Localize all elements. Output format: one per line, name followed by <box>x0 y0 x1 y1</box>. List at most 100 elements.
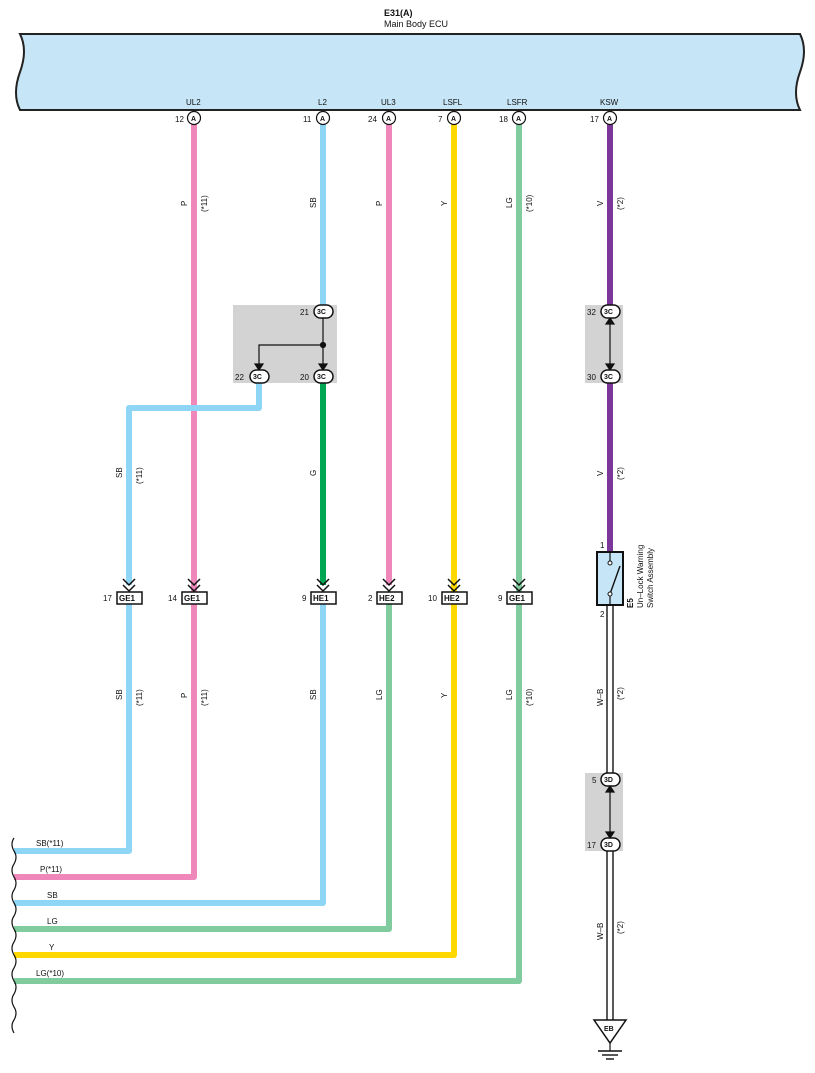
svg-text:Un–Lock Warning: Un–Lock Warning <box>636 545 645 608</box>
label-wb-lower: W–B <box>596 923 605 940</box>
wire-sb-ge1-lower <box>14 602 132 854</box>
ecu-pin-ul2: UL2 12 A <box>175 98 201 126</box>
svg-text:A: A <box>191 116 196 123</box>
switch-label: E5 Un–Lock Warning Switch Assembly <box>626 545 655 608</box>
connector-ge1-14: 14 GE1 <box>168 578 208 605</box>
svg-text:9: 9 <box>498 594 503 603</box>
svg-text:LSFR: LSFR <box>507 98 528 107</box>
label-y-low: Y <box>440 692 449 698</box>
ground-eb: EB <box>592 1019 628 1060</box>
ecu-pin-l2: L2 11 A <box>303 98 331 126</box>
label-lg-low2-note: (*10) <box>525 688 534 706</box>
label-sb-mid: SB <box>115 467 124 478</box>
main-body-ecu-block <box>15 33 805 111</box>
connector-he2-2: 2 HE2 <box>368 578 403 605</box>
svg-text:24: 24 <box>368 115 377 124</box>
label-p-upper: P <box>180 201 189 206</box>
svg-text:30: 30 <box>587 373 596 382</box>
svg-text:12: 12 <box>175 115 184 124</box>
label-lg-upper: LG <box>505 197 514 208</box>
label-sb-upper: SB <box>309 197 318 208</box>
svg-text:2: 2 <box>600 610 605 619</box>
svg-text:3C: 3C <box>604 374 613 381</box>
svg-text:L2: L2 <box>318 98 327 107</box>
junction-pin-20: 20 3C <box>300 369 334 384</box>
wire-sb-22 <box>126 381 262 585</box>
svg-text:GE1: GE1 <box>509 594 526 603</box>
svg-text:A: A <box>516 116 521 123</box>
label-lg-upper-note: (*10) <box>525 194 534 212</box>
svg-text:HE2: HE2 <box>379 594 395 603</box>
connector-ge1-9: 9 GE1 <box>498 578 533 605</box>
svg-text:HE2: HE2 <box>444 594 460 603</box>
connector-ge1-17: 17 GE1 <box>103 578 143 605</box>
svg-text:21: 21 <box>300 308 309 317</box>
wire-wb-upper <box>606 605 614 776</box>
svg-text:A: A <box>607 116 612 123</box>
wire-y <box>14 118 457 958</box>
svg-text:2: 2 <box>368 594 373 603</box>
svg-text:3C: 3C <box>317 374 326 381</box>
svg-text:20: 20 <box>300 373 309 382</box>
unlock-warning-switch: 1 2 <box>596 541 624 619</box>
wire-wb-lower <box>606 848 614 1020</box>
label-lg-low2: LG <box>505 689 514 700</box>
label-wb-upper-note: (*2) <box>616 687 625 700</box>
svg-text:17: 17 <box>103 594 112 603</box>
svg-text:18: 18 <box>499 115 508 124</box>
svg-text:EB: EB <box>604 1026 614 1033</box>
wire-lg-he2 <box>14 602 392 932</box>
svg-text:A: A <box>320 116 325 123</box>
label-v-mid-note: (*2) <box>616 467 625 480</box>
exit-label-p11: P(*11) <box>40 865 62 874</box>
exit-label-lg: LG <box>47 917 58 926</box>
junction-pin-17: 17 3D <box>587 837 621 852</box>
junction-pin-32: 32 3C <box>587 304 621 319</box>
harness-break-line <box>11 837 17 1034</box>
svg-text:5: 5 <box>592 776 597 785</box>
svg-text:A: A <box>386 116 391 123</box>
exit-label-sb11: SB(*11) <box>36 839 64 848</box>
wire-lg-lsfr <box>14 118 522 984</box>
svg-text:3C: 3C <box>604 309 613 316</box>
svg-text:3C: 3C <box>317 309 326 316</box>
label-v-upper: V <box>596 200 605 206</box>
junction-3d-link <box>604 784 616 840</box>
exit-label-lg10: LG(*10) <box>36 969 64 978</box>
label-lg-low1: LG <box>375 689 384 700</box>
junction-pin-21: 21 3C <box>300 304 334 319</box>
junction-3c-link-left <box>253 318 329 372</box>
svg-text:11: 11 <box>303 115 312 124</box>
svg-text:GE1: GE1 <box>119 594 136 603</box>
wire-sb-lower <box>14 602 326 906</box>
label-p-upper-note: (*11) <box>200 195 209 212</box>
ecu-pin-lsfr: LSFR 18 A <box>499 98 528 126</box>
exit-label-y: Y <box>49 943 55 952</box>
connector-he1-9: 9 HE1 <box>302 578 337 605</box>
label-g-mid: G <box>309 470 318 476</box>
svg-text:17: 17 <box>587 841 596 850</box>
svg-text:GE1: GE1 <box>184 594 201 603</box>
exit-label-sb: SB <box>47 891 58 900</box>
svg-text:KSW: KSW <box>600 98 619 107</box>
label-sb-low2: SB <box>309 689 318 700</box>
svg-text:9: 9 <box>302 594 307 603</box>
svg-text:22: 22 <box>235 373 244 382</box>
label-sb-low1-note: (*11) <box>135 689 144 706</box>
label-v-upper-note: (*2) <box>616 197 625 210</box>
label-y-upper: Y <box>440 200 449 206</box>
svg-text:32: 32 <box>587 308 596 317</box>
junction-pin-5: 5 3D <box>592 772 621 787</box>
svg-text:Switch Assembly: Switch Assembly <box>646 548 655 608</box>
svg-text:3D: 3D <box>604 777 613 784</box>
svg-text:LSFL: LSFL <box>443 98 463 107</box>
svg-text:3C: 3C <box>253 374 262 381</box>
svg-text:UL3: UL3 <box>381 98 396 107</box>
wire-p-ul2 <box>14 118 197 880</box>
label-wb-lower-note: (*2) <box>616 921 625 934</box>
svg-text:17: 17 <box>590 115 599 124</box>
connector-he2-10: 10 HE2 <box>428 578 468 605</box>
junction-pin-22: 22 3C <box>235 369 270 384</box>
ecu-subtitle: Main Body ECU <box>384 19 448 29</box>
